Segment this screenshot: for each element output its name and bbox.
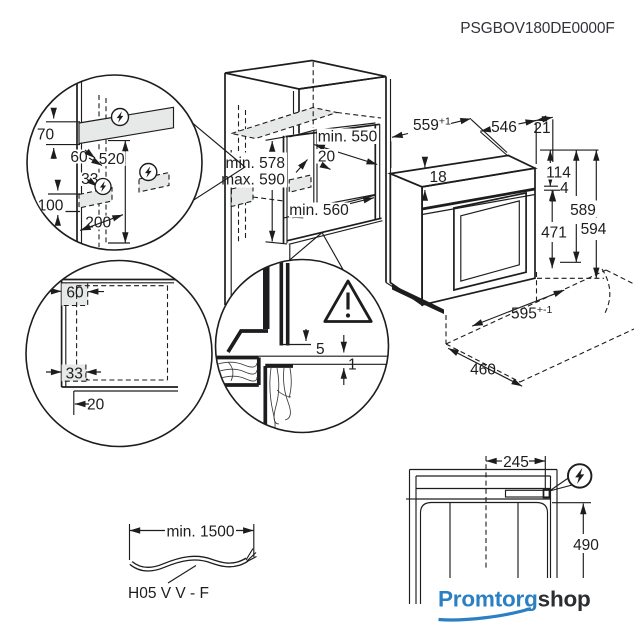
cabinet-gap-label: 20	[318, 149, 336, 166]
oven-side-panel	[389, 172, 423, 307]
connection-offset-label: 245	[503, 454, 529, 471]
cabinet-width-label: min. 550	[318, 129, 378, 146]
detail-circle	[25, 259, 213, 448]
oven-height-body-label: 589	[570, 202, 596, 219]
watermark-brand: Promtorgshop	[438, 587, 591, 612]
niche-detail-520-label: 520	[99, 151, 125, 168]
oven-door-height-label: 471	[541, 225, 567, 242]
detail-circle	[214, 258, 390, 434]
connection-position-view: 245 490	[406, 454, 599, 610]
cabinet-height-min-label: min. 578	[226, 155, 285, 172]
oven-top-width-label: 559+1	[413, 116, 451, 135]
worktop-detail-5-label: 5	[316, 341, 325, 358]
watermark-swoosh	[438, 606, 532, 622]
power-connection-icon	[110, 107, 130, 127]
oven-height-total-label: 594	[581, 221, 607, 238]
niche-detail-200-label: 200	[85, 215, 111, 232]
wood-grain-texture	[217, 361, 258, 382]
cable-wire-ends	[245, 548, 257, 563]
oven-bottom-width-label: 595+-1	[511, 304, 553, 323]
cabinet-drawing: min. 550 20 min. 578 max. 590 min. 560	[221, 59, 396, 306]
power-cable-drawing: min. 1500 H05 V V - F	[128, 524, 257, 602]
cabinet-top-face	[224, 59, 387, 90]
cabinet-height-max-label: max. 590	[221, 172, 285, 189]
oven-top-inset-label: 18	[430, 169, 447, 186]
corner-detail-33-label: 33	[66, 366, 83, 383]
oven-plinth	[392, 284, 444, 314]
worktop-detail-callout: 5 1	[214, 231, 390, 434]
power-connection-icon	[94, 177, 112, 196]
warning-icon	[323, 279, 373, 323]
corner-detail-20-label: 20	[87, 397, 105, 414]
niche-detail-callout: 70 520 60 33 100 200	[26, 74, 246, 251]
corner-detail-60-label: 60	[66, 285, 84, 302]
oven-drawing: 559+1 546 21 18 114 4 471 589 594	[387, 115, 634, 387]
niche-detail-70-label: 70	[37, 127, 55, 144]
oven-front-face	[421, 167, 536, 306]
product-code: PSGBOV180DE0000F	[460, 20, 614, 37]
connection-height-label: 490	[573, 537, 599, 554]
oven-gap-label: 4	[560, 180, 569, 197]
oven-bottom-depth-label: 460	[470, 362, 496, 379]
oven-panel-height-label: 114	[546, 165, 571, 182]
corner-detail-callout: 60 33 20	[25, 259, 213, 448]
power-connection-icon	[139, 162, 158, 182]
oven-front-edge-label: 21	[533, 120, 550, 137]
cable-length-label: min. 1500	[166, 524, 234, 541]
watermark-logo: Promtorgshop	[426, 578, 634, 640]
niche-detail-60-label: 60	[70, 149, 88, 166]
oven-door-window	[453, 191, 527, 292]
oven-top-depth-label: 546	[491, 119, 517, 136]
cabinet-depth-label: min. 560	[289, 202, 349, 219]
power-connection-icon	[567, 463, 593, 489]
cable-type-label: H05 V V - F	[128, 585, 209, 602]
niche-detail-100-label: 100	[38, 198, 64, 215]
worktop-detail-1-label: 1	[348, 357, 357, 374]
